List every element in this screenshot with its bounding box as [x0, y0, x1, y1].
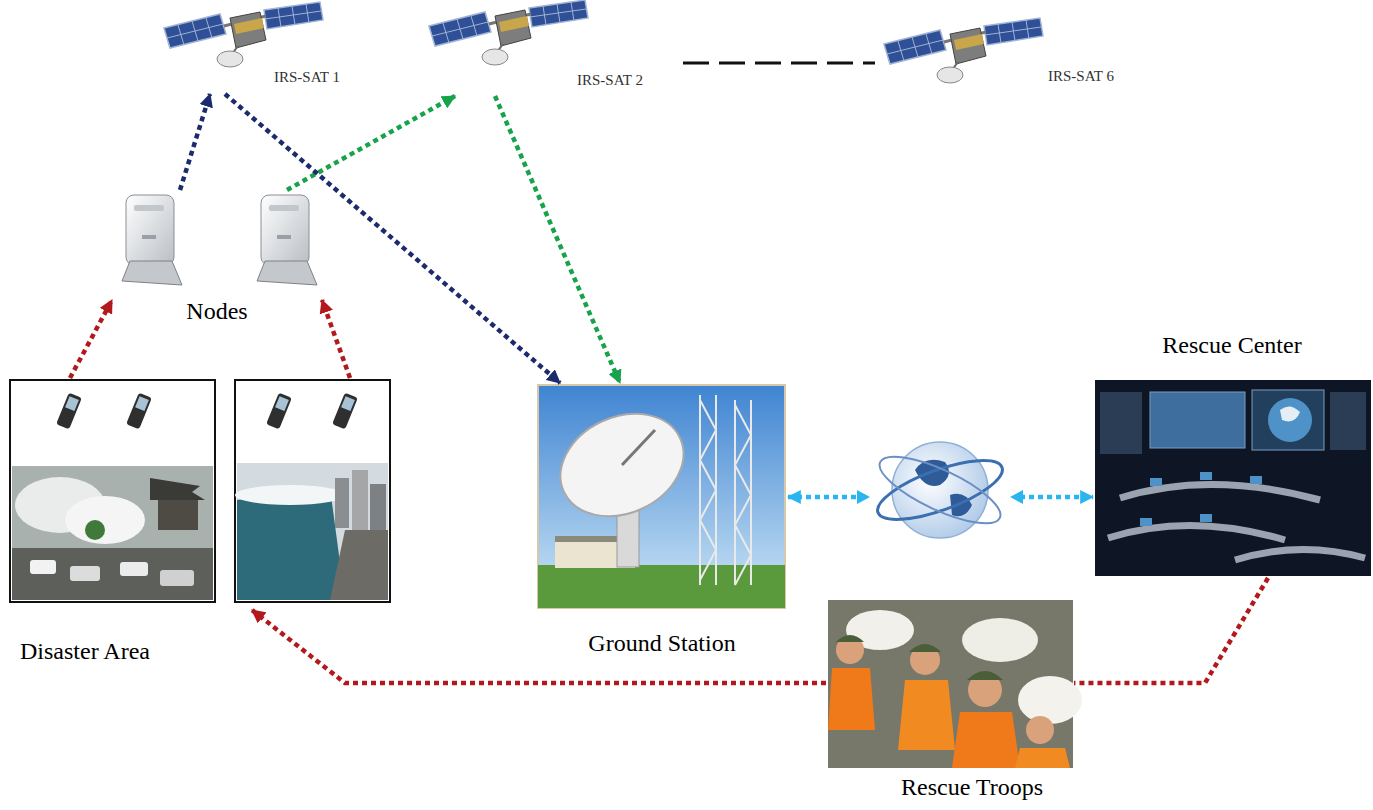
node-label: Disaster Area [20, 638, 150, 666]
dotted-arrow [322, 300, 350, 378]
node-label: Nodes [112, 298, 322, 326]
dotted-arrow [70, 300, 112, 378]
dotted-arrow [287, 96, 455, 190]
dotted-arrow [225, 94, 560, 383]
satellite-node: IRS-SAT 2 [425, 0, 675, 96]
node-label: Rescue Center [1093, 332, 1371, 360]
node-label: IRS-SAT 6 [1048, 68, 1114, 85]
rescue-troops: Rescue Troops [826, 598, 1074, 770]
dotted-arrow [180, 94, 210, 190]
dotted-arrow [495, 96, 620, 383]
satellite-node: IRS-SAT 1 [160, 2, 375, 94]
ground-station: Ground Station [536, 383, 788, 610]
sensor-nodes: Nodes [112, 190, 322, 335]
node-label: IRS-SAT 1 [274, 69, 340, 86]
node-label: IRS-SAT 2 [577, 72, 643, 89]
disaster-area: Disaster Area [8, 378, 393, 610]
node-label: Ground Station [536, 630, 788, 658]
dotted-arrow [788, 495, 1093, 500]
node-label: Rescue Troops [848, 774, 1096, 802]
dotted-arrow [1074, 578, 1268, 683]
rescue-center: Rescue Center [1093, 378, 1371, 578]
satellite-node: IRS-SAT 6 [880, 18, 1145, 94]
dotted-arrow [252, 610, 826, 683]
